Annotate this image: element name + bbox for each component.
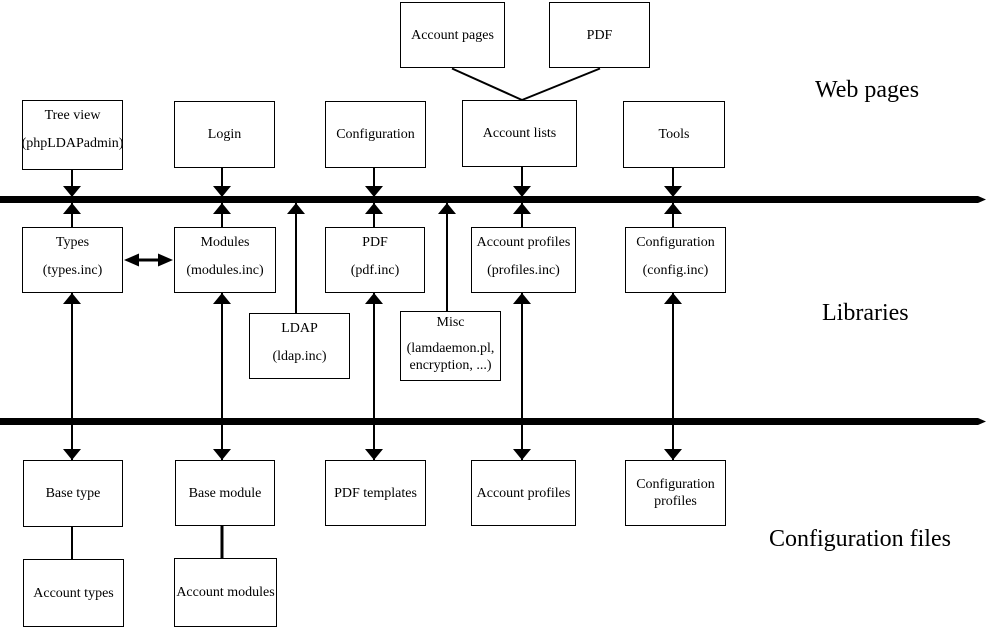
node-label: Account pages [411, 27, 494, 43]
node-sublabel: (profiles.inc) [487, 263, 560, 278]
bus-web-libraries-right-tip [978, 196, 986, 203]
node-sublabel-group: (lamdaemon.pl, encryption, ...) [407, 340, 495, 374]
arrowhead-down [664, 186, 682, 197]
connector-shaft [373, 293, 375, 460]
node-label: Misc [436, 315, 465, 330]
bus-web-libraries [0, 196, 978, 203]
node-sublabel: (modules.inc) [186, 263, 264, 278]
arrowhead-down [63, 449, 81, 460]
node-sublabel: (config.inc) [642, 263, 709, 278]
node-account-modules: Account modules [174, 558, 277, 627]
connector-shaft [521, 203, 523, 227]
connector-shaft [221, 203, 223, 227]
node-label: Modules [200, 235, 250, 250]
arrowhead-left [124, 253, 139, 267]
connector-shaft [373, 168, 375, 196]
node-label: Base type [45, 486, 101, 501]
node-pdf-page: PDF [549, 2, 650, 68]
node-sublabel: (phpLDAPadmin) [21, 136, 124, 151]
node-label: Tree view [44, 108, 101, 123]
connector-shaft [672, 293, 674, 460]
node-configuration-profiles: Configuration profiles [625, 460, 726, 526]
arrowhead-down [213, 186, 231, 197]
bus-libraries-config-right-tip [978, 418, 986, 425]
node-base-module: Base module [175, 460, 275, 526]
node-types: Types (types.inc) [22, 227, 123, 293]
arrowhead-down [513, 449, 531, 460]
node-sublabel: (types.inc) [42, 263, 103, 278]
node-label: Tools [658, 127, 690, 142]
connector-shaft [521, 167, 523, 196]
connector-shaft [672, 203, 674, 227]
edge-pdf-to-account-lists [521, 67, 601, 101]
arrowhead-down [63, 186, 81, 197]
node-label: Configuration [636, 235, 715, 250]
connector-shaft [221, 168, 223, 196]
node-sublabel: (pdf.inc) [350, 263, 400, 278]
connector-shaft [295, 203, 297, 313]
node-label: Login [207, 127, 242, 142]
connector-shaft [446, 203, 448, 311]
connector-shaft [672, 168, 674, 196]
arrowhead-down [513, 186, 531, 197]
connector-shaft [71, 170, 73, 196]
connector-shaft [71, 203, 73, 227]
node-label: Configuration [636, 477, 715, 492]
node-account-lists: Account lists [462, 100, 577, 167]
node-label: Account lists [482, 126, 557, 141]
connector-shaft [521, 293, 523, 460]
node-label: Account profiles [476, 485, 571, 501]
node-configuration-lib: Configuration (config.inc) [625, 227, 726, 293]
node-sublabel: (lamdaemon.pl, [406, 341, 495, 356]
node-modules: Modules (modules.inc) [174, 227, 276, 293]
node-configuration-page: Configuration [325, 101, 426, 168]
arrowhead-right [158, 253, 173, 267]
edge-base-type-account-types [71, 527, 73, 559]
node-label: Types [55, 235, 90, 250]
layer-label-libraries: Libraries [822, 300, 909, 326]
node-label: Account profiles [476, 235, 571, 250]
arrowhead-down [213, 449, 231, 460]
node-label: Account modules [176, 585, 275, 600]
node-label: PDF [362, 235, 388, 250]
edge-account-pages-to-account-lists [451, 67, 523, 101]
layer-label-web-pages: Web pages [815, 77, 920, 103]
node-pdf-lib: PDF (pdf.inc) [325, 227, 425, 293]
node-tree-view: Tree view (phpLDAPadmin) [22, 100, 123, 170]
node-label: Configuration [336, 127, 415, 142]
node-label: PDF templates [334, 485, 417, 501]
node-sublabel: profiles [654, 494, 697, 509]
node-pdf-templates: PDF templates [325, 460, 426, 526]
node-account-profiles-lib: Account profiles (profiles.inc) [471, 227, 576, 293]
connector-shaft [71, 293, 73, 460]
node-base-type: Base type [23, 460, 123, 527]
bus-libraries-config [0, 418, 978, 425]
node-label: Base module [188, 485, 262, 501]
node-label: LDAP [281, 321, 318, 336]
node-account-profiles-file: Account profiles [471, 460, 576, 526]
node-account-types: Account types [23, 559, 124, 627]
node-label: PDF [586, 27, 613, 43]
connector-shaft [136, 258, 162, 262]
layer-label-configuration-files: Configuration files [769, 526, 951, 552]
arrowhead-down [365, 449, 383, 460]
connector-shaft [221, 293, 223, 460]
node-sublabel: encryption, ...) [409, 358, 492, 373]
node-login: Login [174, 101, 275, 168]
arrowhead-down [664, 449, 682, 460]
node-tools: Tools [623, 101, 725, 168]
node-ldap: LDAP (ldap.inc) [249, 313, 350, 379]
node-sublabel: (ldap.inc) [272, 349, 327, 364]
node-label: Account types [33, 585, 114, 601]
node-account-pages: Account pages [400, 2, 505, 68]
connector-shaft [373, 203, 375, 227]
edge-base-module-account-modules [220, 526, 224, 559]
node-misc: Misc (lamdaemon.pl, encryption, ...) [400, 311, 501, 381]
arrowhead-down [365, 186, 383, 197]
